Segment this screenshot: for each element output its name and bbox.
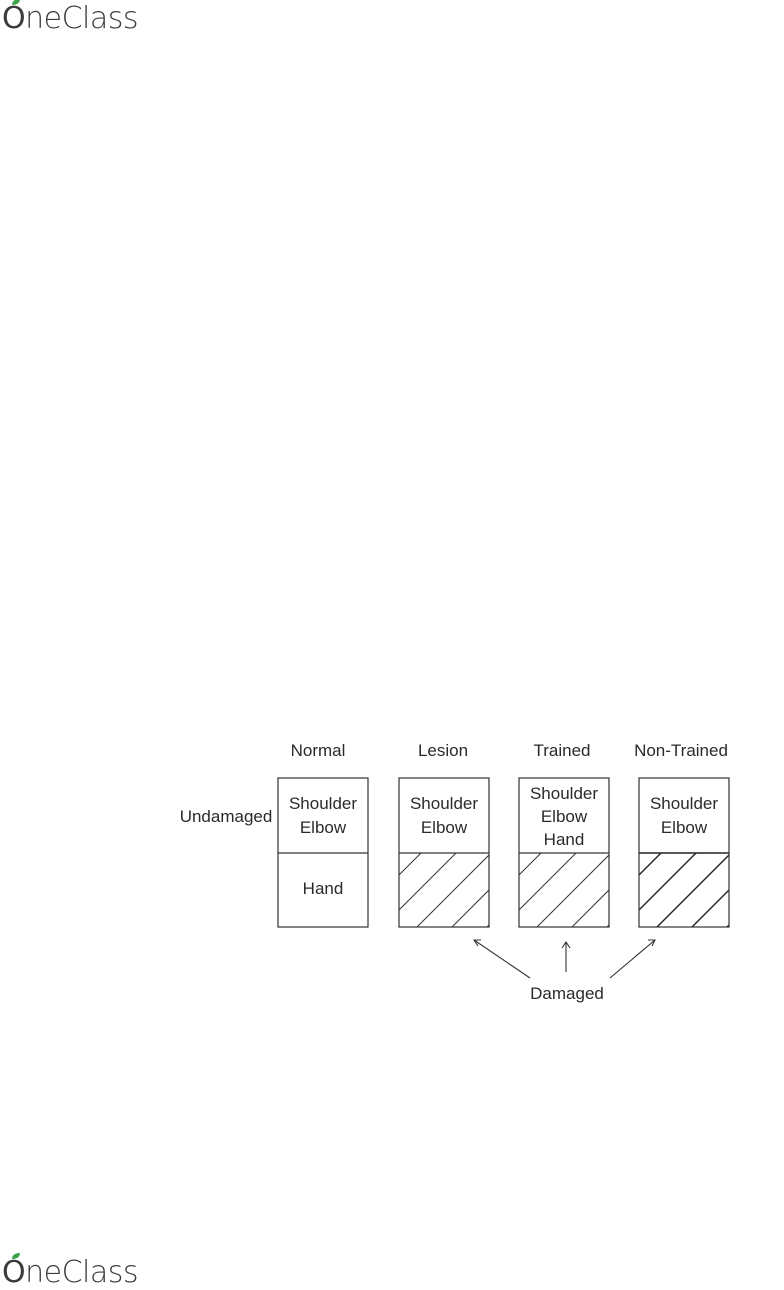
oneclass-logo-bottom: O neClass [2,1258,138,1288]
damaged-arrows [474,940,655,978]
region-label-hand: Hand [544,830,585,849]
column-header-normal: Normal [291,741,346,760]
region-label-shoulder: Shoulder [410,794,478,813]
region-label-elbow: Elbow [300,818,347,837]
logo-letter-o: O [2,1255,25,1290]
column-header-non-trained: Non-Trained [634,741,728,760]
damaged-hatch-area [639,853,784,1015]
label-damaged: Damaged [530,984,604,1003]
region-label-elbow: Elbow [421,818,468,837]
column-header-lesion: Lesion [418,741,468,760]
region-label-hand: Hand [303,879,344,898]
region-label-shoulder: Shoulder [650,794,718,813]
region-label-elbow: Elbow [541,807,588,826]
arrow-to-lesion [474,940,530,978]
column-trained: Shoulder Elbow Hand [519,778,681,1015]
column-non-trained: Shoulder Elbow [639,778,784,1015]
logo-wordmark: neClass [25,1258,138,1288]
column-lesion: Shoulder Elbow [399,778,561,1015]
leaf-icon [11,1252,21,1260]
arrow-to-non-trained [610,940,655,978]
column-normal: Shoulder Elbow Hand [278,778,368,927]
column-header-trained: Trained [533,741,590,760]
row-label-undamaged: Undamaged [180,807,273,826]
region-label-shoulder: Shoulder [530,784,598,803]
region-label-shoulder: Shoulder [289,794,357,813]
region-label-elbow: Elbow [661,818,708,837]
